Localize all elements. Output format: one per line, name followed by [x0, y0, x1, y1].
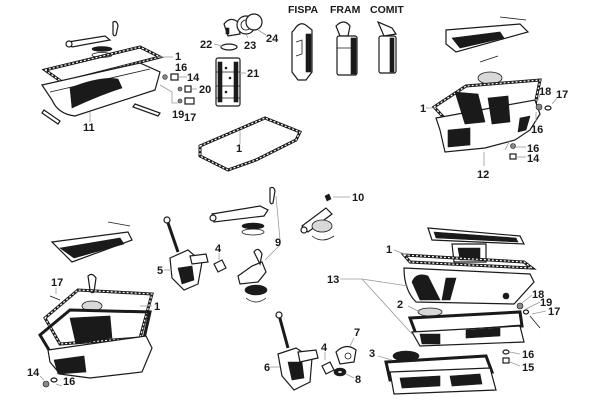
callout-label: 1	[236, 143, 242, 155]
callout-label: 5	[157, 265, 163, 277]
callout-label: 1	[154, 301, 160, 313]
callout-label: 4	[321, 342, 328, 354]
callout-label: 14	[527, 153, 540, 165]
callout-label: 16	[175, 62, 187, 74]
callout-label: 9	[275, 237, 281, 249]
callout-label: 3	[369, 348, 375, 360]
callout-label: 2	[397, 299, 403, 311]
callout-label: 1	[175, 51, 181, 63]
brand-fram: FRAM	[330, 4, 361, 16]
callout-label: 18	[539, 86, 551, 98]
callout-label: 19	[172, 109, 184, 121]
callout-label: 22	[200, 39, 212, 51]
oil-filter-cartridge-group: 22 23 24 21	[200, 13, 279, 107]
callout-label: 21	[247, 68, 259, 80]
callout-label: 1	[386, 244, 392, 256]
callout-label: 4	[215, 243, 222, 255]
callout-label: 13	[327, 274, 339, 286]
callout-label: 20	[199, 84, 211, 96]
callout-label: 16	[63, 376, 75, 388]
sump-assembly-lower-right: 1 13 2 18 19 17 3 16 15	[327, 227, 560, 395]
callout-label: 17	[548, 306, 560, 318]
gasket-1-center: 1	[198, 116, 303, 172]
callout-label: 16	[527, 143, 539, 155]
brand-fispa: FISPA	[288, 4, 319, 16]
callout-label: 17	[51, 277, 63, 289]
oil-pump-group-lower: 6 4 7 8	[264, 311, 361, 391]
callout-label: 16	[531, 124, 543, 136]
callout-label: 14	[187, 72, 200, 84]
filter-brands: FISPA FRAM COMIT	[288, 4, 404, 81]
sump-assembly-12: 1 18 17 16 16 14 12	[420, 16, 568, 181]
callout-label: 6	[264, 362, 270, 374]
callout-label: 16	[522, 349, 534, 361]
callout-label: 24	[266, 33, 279, 45]
callout-label: 23	[244, 40, 256, 52]
callout-label: 8	[355, 374, 361, 386]
callout-label: 15	[522, 362, 534, 374]
callout-label: 18	[532, 289, 544, 301]
callout-label: 17	[556, 89, 568, 101]
sump-assembly-11: 1 16 14 20 19 17 11	[41, 20, 211, 134]
callout-label: 17	[184, 112, 196, 124]
callout-label: 1	[420, 103, 426, 115]
callout-label: 11	[83, 122, 95, 134]
callout-label: 14	[27, 367, 40, 379]
brand-comit: COMIT	[370, 4, 404, 16]
sump-assembly-lower-left: 17 1 14 16	[27, 221, 160, 388]
oil-pump-group-upper: 5 4 9 10	[157, 186, 364, 303]
callout-label: 19	[540, 297, 552, 309]
callout-label: 10	[352, 192, 364, 204]
callout-label: 7	[354, 327, 360, 339]
callout-label: 12	[477, 169, 489, 181]
